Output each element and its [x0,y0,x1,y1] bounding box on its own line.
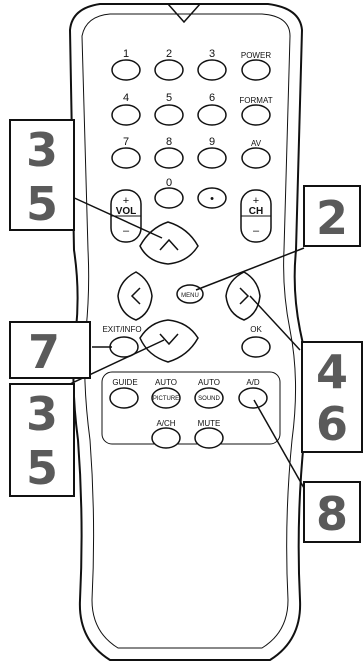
chevron-down-icon [159,333,179,346]
callout-right-mid-b: 6 [316,397,348,451]
key-7[interactable]: 7 [111,136,141,169]
key-5-label: 5 [166,92,172,104]
auto-picture-button[interactable]: AUTO PICTURE [151,378,181,409]
key-5[interactable]: 5 [154,92,184,126]
ok-label: OK [250,325,262,334]
lower-panel [101,371,281,445]
key-6-label: 6 [209,92,215,104]
key-3[interactable]: 3 [197,48,227,81]
key-3-label: 3 [209,48,215,60]
vol-minus-label: – [123,225,130,237]
key-6[interactable]: 6 [197,92,227,126]
leader-right [249,295,301,351]
power-label: POWER [241,51,271,60]
leader-up [69,195,163,239]
channel-rocker[interactable]: + CH – [240,189,272,243]
format-button[interactable]: FORMAT [239,96,273,126]
ch-minus-label: – [253,225,260,237]
guide-label: GUIDE [112,378,137,387]
callout-right-top: 2 [303,185,361,247]
chevron-left-icon [130,287,141,305]
leader-menu [195,247,305,291]
ch-label: CH [249,206,263,217]
callout-left-mid: 7 [9,321,91,379]
callout-left-bot-a: 3 [26,387,58,441]
callout-left-top-a: 3 [26,123,58,177]
dpad: MENU [117,221,261,363]
key-0-label: 0 [166,177,172,189]
ir-window [167,3,201,24]
remote-inner-outline [81,13,297,649]
callout-left-bot: 3 5 [9,383,75,497]
dot-button[interactable]: • [197,187,227,209]
callout-right-bot-a: 8 [316,487,348,541]
format-label: FORMAT [239,96,272,105]
ach-label: A/CH [156,419,175,428]
chevron-right-icon [239,287,250,305]
av-button[interactable]: AV [241,139,271,169]
left-button[interactable] [117,271,153,321]
auto-sound-top-label: AUTO [198,378,220,387]
up-button[interactable] [139,221,199,265]
key-1-label: 1 [123,48,129,60]
callout-left-mid-a: 7 [28,325,60,379]
callout-left-top: 3 5 [9,119,75,231]
auto-picture-top-label: AUTO [155,378,177,387]
key-4-label: 4 [123,92,129,104]
volume-rocker[interactable]: + VOL – [110,189,142,243]
callout-right-bot: 8 [303,481,361,543]
callout-right-mid: 4 6 [301,341,363,453]
av-label: AV [251,139,262,148]
key-1[interactable]: 1 [111,48,141,81]
key-0[interactable]: 0 [154,177,184,209]
key-9[interactable]: 9 [197,136,227,169]
vol-label: VOL [116,206,137,217]
key-2-label: 2 [166,48,172,60]
ok-button[interactable]: OK [241,325,271,358]
auto-sound-button[interactable]: AUTO SOUND [194,378,224,409]
key-7-label: 7 [123,136,129,148]
ad-button[interactable]: A/D [238,378,268,409]
sound-label: SOUND [198,396,220,402]
callout-right-mid-a: 4 [316,345,348,399]
callout-left-top-b: 5 [26,177,58,231]
key-8[interactable]: 8 [154,136,184,169]
callout-right-top-a: 2 [316,191,348,245]
guide-button[interactable]: GUIDE [109,378,139,409]
key-9-label: 9 [209,136,215,148]
down-button[interactable] [139,319,199,363]
dot-label: • [210,193,214,205]
vol-plus-label: + [123,195,129,207]
menu-label: MENU [181,293,199,299]
callout-left-bot-b: 5 [26,441,58,495]
right-button[interactable] [225,271,261,321]
key-4[interactable]: 4 [111,92,141,126]
power-button[interactable]: POWER [241,51,271,81]
chevron-up-icon [159,238,179,251]
mute-label: MUTE [198,419,221,428]
key-8-label: 8 [166,136,172,148]
ad-label: A/D [246,378,260,387]
ch-plus-label: + [253,195,259,207]
mute-button[interactable]: MUTE [194,419,224,449]
ach-button[interactable]: A/CH [151,419,181,449]
exit-info-label: EXIT/INFO [102,325,141,334]
number-pad: 1 2 3 POWER 4 5 6 FORMAT [111,48,273,209]
menu-button[interactable]: MENU [176,284,204,304]
leader-ad [253,399,305,489]
picture-label: PICTURE [153,396,179,402]
key-2[interactable]: 2 [154,48,184,81]
